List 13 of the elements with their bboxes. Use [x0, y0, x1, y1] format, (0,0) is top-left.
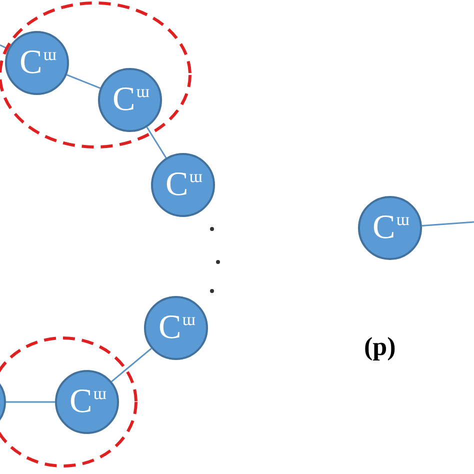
node-label: C$^{ɯ}$ — [164, 168, 202, 202]
connector-line — [66, 74, 101, 89]
circle-node — [5, 31, 69, 95]
node-label: C$^{ɯ}$ — [372, 211, 410, 245]
node-label: C$^{ɯ}$ — [112, 83, 150, 117]
node-label: C$^{ɯ}$ — [158, 311, 196, 345]
connector-line — [6, 401, 55, 403]
node-label: C$^{ɯ}$ — [68, 385, 106, 419]
node-label: C$^{ɯ}$ — [18, 46, 56, 80]
connector-line — [111, 348, 152, 382]
connector-line — [422, 221, 474, 226]
panel-label: (p) — [364, 332, 396, 362]
connector-line — [146, 126, 167, 158]
